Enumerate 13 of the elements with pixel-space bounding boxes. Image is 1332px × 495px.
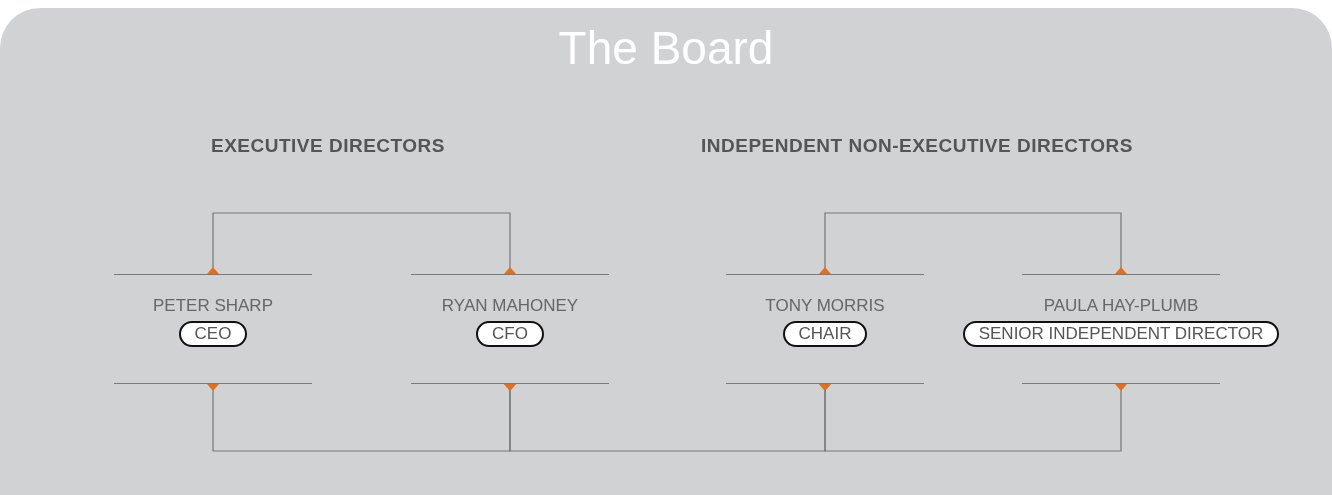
connector-line [207, 212, 516, 275]
director-name: TONY MORRIS [765, 296, 885, 316]
role-pill: CHAIR [782, 321, 868, 347]
section-heading: EXECUTIVE DIRECTORS [211, 135, 445, 157]
director-name: PETER SHARP [153, 296, 273, 316]
director-name: PAULA HAY-PLUMB [1043, 296, 1199, 316]
director-name: RYAN MAHONEY [441, 296, 579, 316]
connector-line [819, 383, 1127, 452]
connector-line [819, 212, 1127, 275]
role-pill: CFO [476, 321, 544, 347]
role-pill: CEO [178, 321, 248, 347]
section-heading: INDEPENDENT NON-EXECUTIVE DIRECTORS [701, 135, 1133, 157]
role-pill: SENIOR INDEPENDENT DIRECTOR [962, 321, 1280, 347]
